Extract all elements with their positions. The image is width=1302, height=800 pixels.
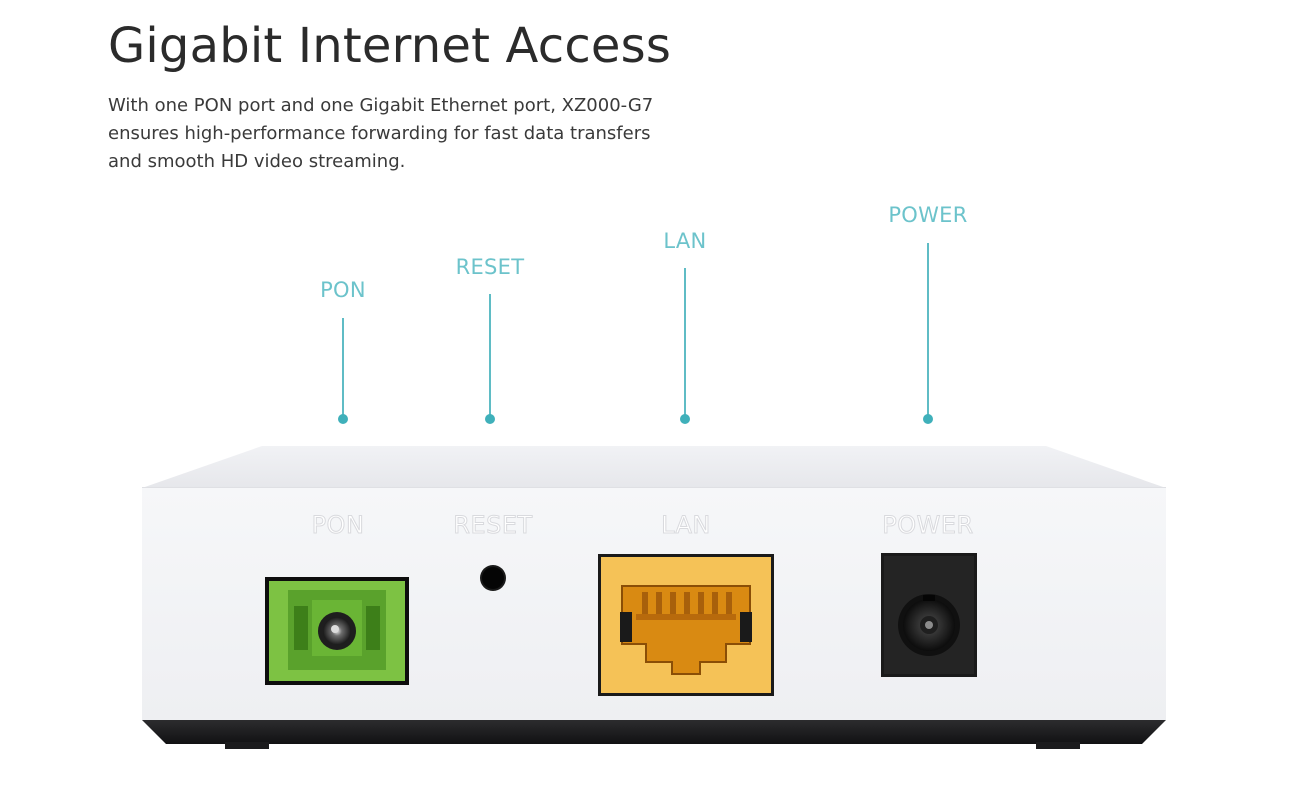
callout-pon-line — [342, 318, 344, 416]
callout-lan-label: LAN — [663, 229, 707, 253]
device-label-lan: LAN — [661, 511, 711, 539]
callout-power-dot — [923, 414, 933, 424]
page-description: With one PON port and one Gigabit Ethern… — [108, 95, 654, 172]
callout-power-label: POWER — [888, 203, 968, 227]
callout-reset-label: RESET — [455, 255, 525, 279]
device-label-power: POWER — [882, 511, 973, 539]
device-label-pon: PON — [312, 511, 365, 539]
callout-lan-dot — [680, 414, 690, 424]
device-top — [142, 446, 1166, 488]
callout-reset-line — [489, 294, 491, 416]
callout-pon-dot — [338, 414, 348, 424]
lan-port — [598, 554, 774, 696]
device-base — [142, 720, 1166, 744]
callout-power-line — [927, 243, 929, 416]
device-label-reset: RESET — [453, 511, 532, 539]
reset-button-hole — [480, 565, 506, 591]
callout-reset-dot — [485, 414, 495, 424]
callout-pon-label: PON — [320, 278, 366, 302]
page-title: Gigabit Internet Access — [108, 18, 672, 74]
pon-port — [265, 577, 409, 685]
callout-lan-line — [684, 268, 686, 416]
power-port — [881, 553, 977, 677]
